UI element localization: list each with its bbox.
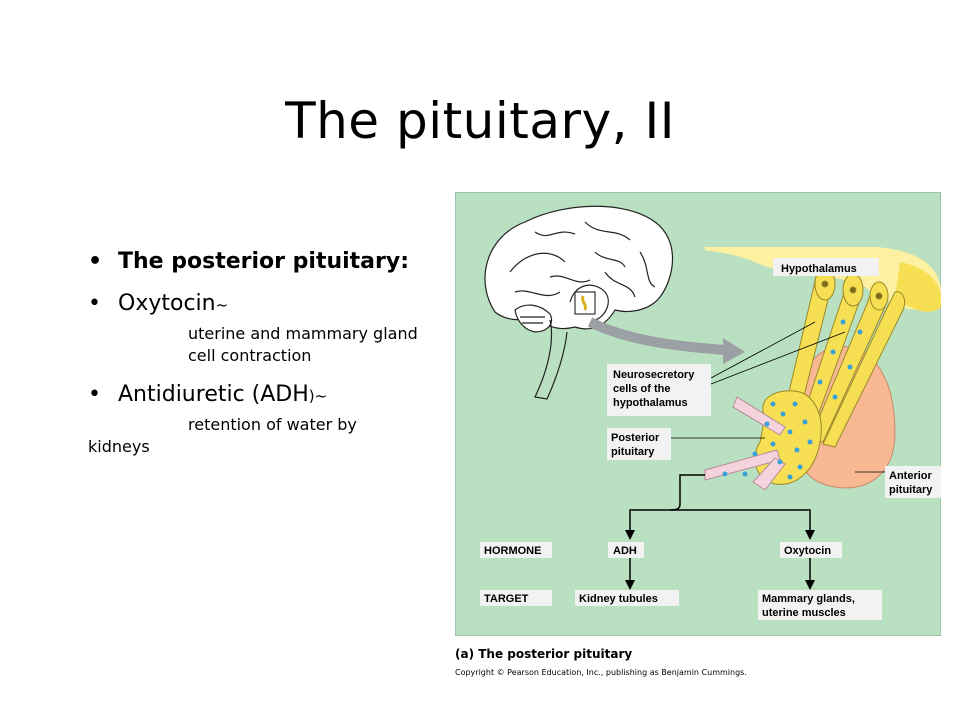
hormone-row-label: HORMONE <box>484 545 541 557</box>
kidney-tubules-box <box>575 590 679 606</box>
hormone-dots <box>722 319 863 480</box>
zoom-arrow <box>587 317 726 355</box>
hypothalamus-label: Hypothalamus <box>781 263 857 275</box>
hypothalamus-bulb <box>895 262 941 312</box>
anterior-label-line: pituitary <box>889 484 933 496</box>
zoom-arrow-head <box>723 338 745 364</box>
bullet-sub-line: cell contraction <box>188 346 312 365</box>
neurosecretory-label-line: Neurosecretory <box>613 369 695 381</box>
mammary-target-line: uterine muscles <box>762 607 846 619</box>
neurosecretory-label-line: hypothalamus <box>613 397 688 409</box>
bullet-text: The posterior pituitary: <box>118 249 410 274</box>
mammary-target-box <box>758 590 882 620</box>
bullet-sub-line: uterine and mammary gland <box>188 324 418 343</box>
bullet-oxytocin: Oxytocin~ uterine and mammary gland cell… <box>88 290 468 367</box>
arrow-down-icon <box>805 580 815 590</box>
bullet-sub-line: kidneys <box>88 437 150 456</box>
neurosecretory-leader-line <box>710 321 816 379</box>
figure-caption: (a) The posterior pituitary <box>455 647 633 661</box>
oxytocin-box <box>780 542 842 558</box>
kidney-tubules-label: Kidney tubules <box>579 593 658 605</box>
adh-label: ADH <box>613 545 637 557</box>
bullet-suffix: )~ <box>308 387 328 405</box>
arrow-down-icon <box>805 530 815 540</box>
bullet-posterior-pituitary: The posterior pituitary: <box>88 248 468 276</box>
brain-illustration <box>484 205 674 400</box>
mammary-target-line: Mammary glands, <box>762 593 855 605</box>
posterior-pituitary-figure: Hypothalamus Neurosecretory cells of the… <box>455 192 941 636</box>
target-row-label-box <box>480 590 552 606</box>
slide-title: The pituitary, II <box>285 92 675 150</box>
neurosecretory-label-box <box>607 364 711 416</box>
bullet-text: Antidiuretic (ADH <box>118 382 309 407</box>
posterior-label-line: Posterior <box>611 432 660 444</box>
target-row-label: TARGET <box>484 593 529 605</box>
figure-copyright: Copyright © Pearson Education, Inc., pub… <box>455 668 747 677</box>
neurosecretory-label-line: cells of the <box>613 383 670 395</box>
bullet-adh: Antidiuretic (ADH)~ retention of water b… <box>88 381 468 458</box>
bullet-suffix: ~ <box>215 296 229 314</box>
oxytocin-label: Oxytocin <box>784 545 831 557</box>
arrow-down-icon <box>625 530 635 540</box>
neurosecretory-cells <box>779 267 906 448</box>
bullet-list: The posterior pituitary: Oxytocin~ uteri… <box>88 248 468 472</box>
bullet-sub-line: retention of water by <box>188 415 357 434</box>
neurosecretory-leader-line <box>710 331 846 385</box>
posterior-label-line: pituitary <box>611 446 655 458</box>
bullet-text: Oxytocin <box>118 291 216 316</box>
posterior-label-box <box>607 428 671 460</box>
hypothalamus-label-box <box>773 258 879 276</box>
adh-box <box>608 542 644 558</box>
flow-connectors <box>629 474 811 532</box>
arrow-down-icon <box>625 580 635 590</box>
hormone-row-label-box <box>480 542 552 558</box>
anterior-label-line: Anterior <box>889 470 933 482</box>
anterior-label-box <box>885 466 941 498</box>
